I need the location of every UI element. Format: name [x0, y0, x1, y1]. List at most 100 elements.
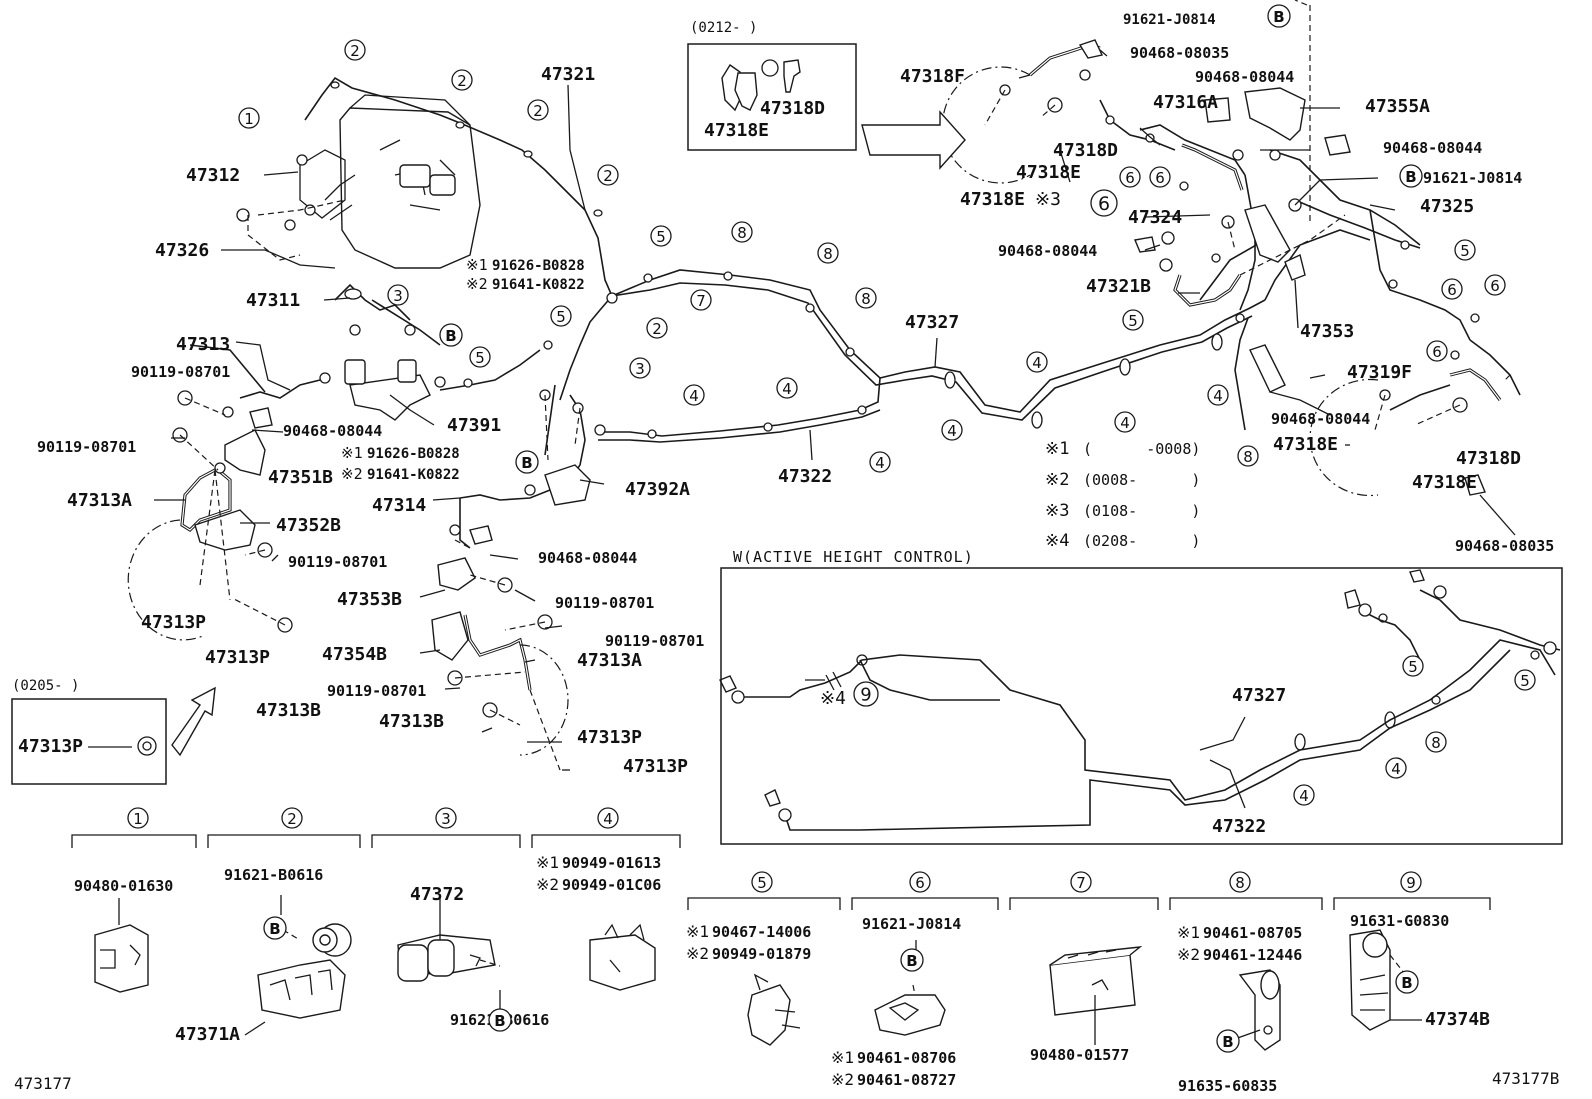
part-number-label: 91621-J0814	[1423, 169, 1522, 187]
inset-active-height-control: W(ACTIVE HEIGHT CONTROL)	[720, 548, 1563, 845]
bolt-marker-letter: B	[494, 1012, 505, 1030]
note-marker: ※1	[536, 853, 559, 872]
note-range: (0208- )	[1083, 532, 1200, 550]
callout-circle	[127, 807, 149, 829]
part-number-label: 47318E	[704, 120, 769, 141]
part-number-label: 47313B	[379, 711, 444, 732]
callout-circle	[683, 384, 705, 406]
part-number-label: 90461-08706	[857, 1049, 956, 1067]
inset-title: W(ACTIVE HEIGHT CONTROL)	[733, 548, 974, 566]
part-number-label: 47353	[1300, 321, 1354, 342]
callout-number: 7	[696, 292, 706, 310]
part-number-label: 90480-01630	[74, 877, 173, 895]
callout-number: 3	[441, 810, 451, 828]
callout-circle	[731, 221, 753, 243]
callout-number: 4	[603, 810, 613, 828]
note-marker: ※1	[686, 922, 709, 941]
part-number-label: 47319F	[1347, 362, 1412, 383]
part-number-label: 47313P	[623, 756, 688, 777]
brake-actuator-assembly	[299, 94, 481, 269]
part-number-label: 90949-01879	[712, 945, 811, 963]
part-number-label: 47371A	[175, 1024, 240, 1045]
part-number-label: 47313P	[141, 612, 206, 633]
part-number-label: 90119-08701	[555, 594, 654, 612]
callout-number: 2	[350, 42, 360, 60]
callout-number: 5	[475, 349, 485, 367]
part-number-label: 90461-08727	[857, 1071, 956, 1089]
bolt-marker	[1399, 164, 1423, 188]
part-number-label: 47313P	[577, 727, 642, 748]
part-number-label: 47324	[1128, 207, 1182, 228]
part-number-label: 47318D	[1456, 448, 1521, 469]
callout-number: 6	[1447, 281, 1457, 299]
part-number-label: 47313A	[577, 650, 642, 671]
callout-number: 4	[782, 380, 792, 398]
part-number-label: 90468-08044	[1383, 139, 1482, 157]
part-number-label: 47392A	[625, 479, 690, 500]
diagram-code-right: 473177B	[1492, 1069, 1559, 1088]
part-number-label: 47325	[1420, 196, 1474, 217]
note-marker: ※1	[466, 256, 488, 274]
bolt-marker-letter: B	[445, 327, 456, 345]
callout-circle	[909, 871, 931, 893]
legend-part-drawings	[94, 923, 1409, 1051]
callout-circle	[1070, 871, 1092, 893]
callout-number: 4	[875, 454, 885, 472]
part-number-label: 47354B	[322, 644, 387, 665]
callout-number: 2	[457, 72, 467, 90]
callout-circle	[646, 317, 668, 339]
callout-number: 5	[656, 228, 666, 246]
bolt-marker-letter: B	[521, 454, 532, 472]
callout-number: 6	[1125, 169, 1135, 187]
callout-number: 5	[1520, 672, 1530, 690]
part-number-label: 47374B	[1425, 1009, 1490, 1030]
part-number-label: 47318E	[1273, 434, 1338, 455]
part-number-label: 91621-J0814	[862, 915, 961, 933]
part-number-label: 47313P	[205, 647, 270, 668]
part-number-label: 91641-K0822	[367, 467, 460, 483]
part-number-label: 47318E	[960, 189, 1025, 210]
callout-circle	[629, 357, 651, 379]
part-number-label: 90468-08044	[283, 422, 382, 440]
callout-circle	[1114, 411, 1136, 433]
bolt-marker	[439, 323, 463, 347]
callout-circle	[1441, 278, 1463, 300]
note-mark: ※4	[1045, 531, 1069, 551]
part-number-label: 90480-01577	[1030, 1046, 1129, 1064]
callout-circle	[344, 39, 366, 61]
bolt-marker-letter: B	[1273, 8, 1284, 26]
note-mark: ※3	[1045, 501, 1069, 521]
part-number-label: 91635-60835	[1178, 1077, 1277, 1095]
part-number-label: 47372	[410, 884, 464, 905]
arrow-icon	[171, 110, 966, 757]
note-marker: ※1	[1177, 923, 1200, 942]
part-number-label: 47314	[372, 495, 426, 516]
note-marker: ※4	[820, 688, 846, 709]
callout-circle	[451, 69, 473, 91]
part-number-label: 90468-08044	[998, 242, 1097, 260]
pipe-clamps	[330, 81, 1540, 751]
callout-circle	[469, 346, 491, 368]
part-number-label: 47353B	[337, 589, 402, 610]
part-number-label: 91621-B0616	[224, 866, 323, 884]
callout-number: 8	[1243, 448, 1253, 466]
part-number-label: 47318D	[1053, 140, 1118, 161]
callout-number: 4	[689, 387, 699, 405]
callout-number: 4	[1213, 387, 1223, 405]
part-number-label: 90468-08044	[1195, 68, 1294, 86]
callout-circle	[1090, 189, 1118, 217]
callout-circle	[281, 807, 303, 829]
note-marker: ※3	[1035, 189, 1061, 210]
callout-circle	[238, 107, 260, 129]
part-number-label: 90468-08035	[1455, 537, 1554, 555]
callout-number: 4	[1032, 354, 1042, 372]
callout-number: 8	[823, 245, 833, 263]
callout-number: 4	[1391, 760, 1401, 778]
bolt-marker-letter: B	[269, 920, 280, 938]
part-number-label: 90119-08701	[605, 632, 704, 650]
callout-number: 1	[133, 810, 143, 828]
callout-number: 4	[1120, 414, 1130, 432]
note-marker: ※2	[831, 1070, 854, 1089]
callout-circle	[1119, 166, 1141, 188]
callout-number: 5	[1408, 658, 1418, 676]
